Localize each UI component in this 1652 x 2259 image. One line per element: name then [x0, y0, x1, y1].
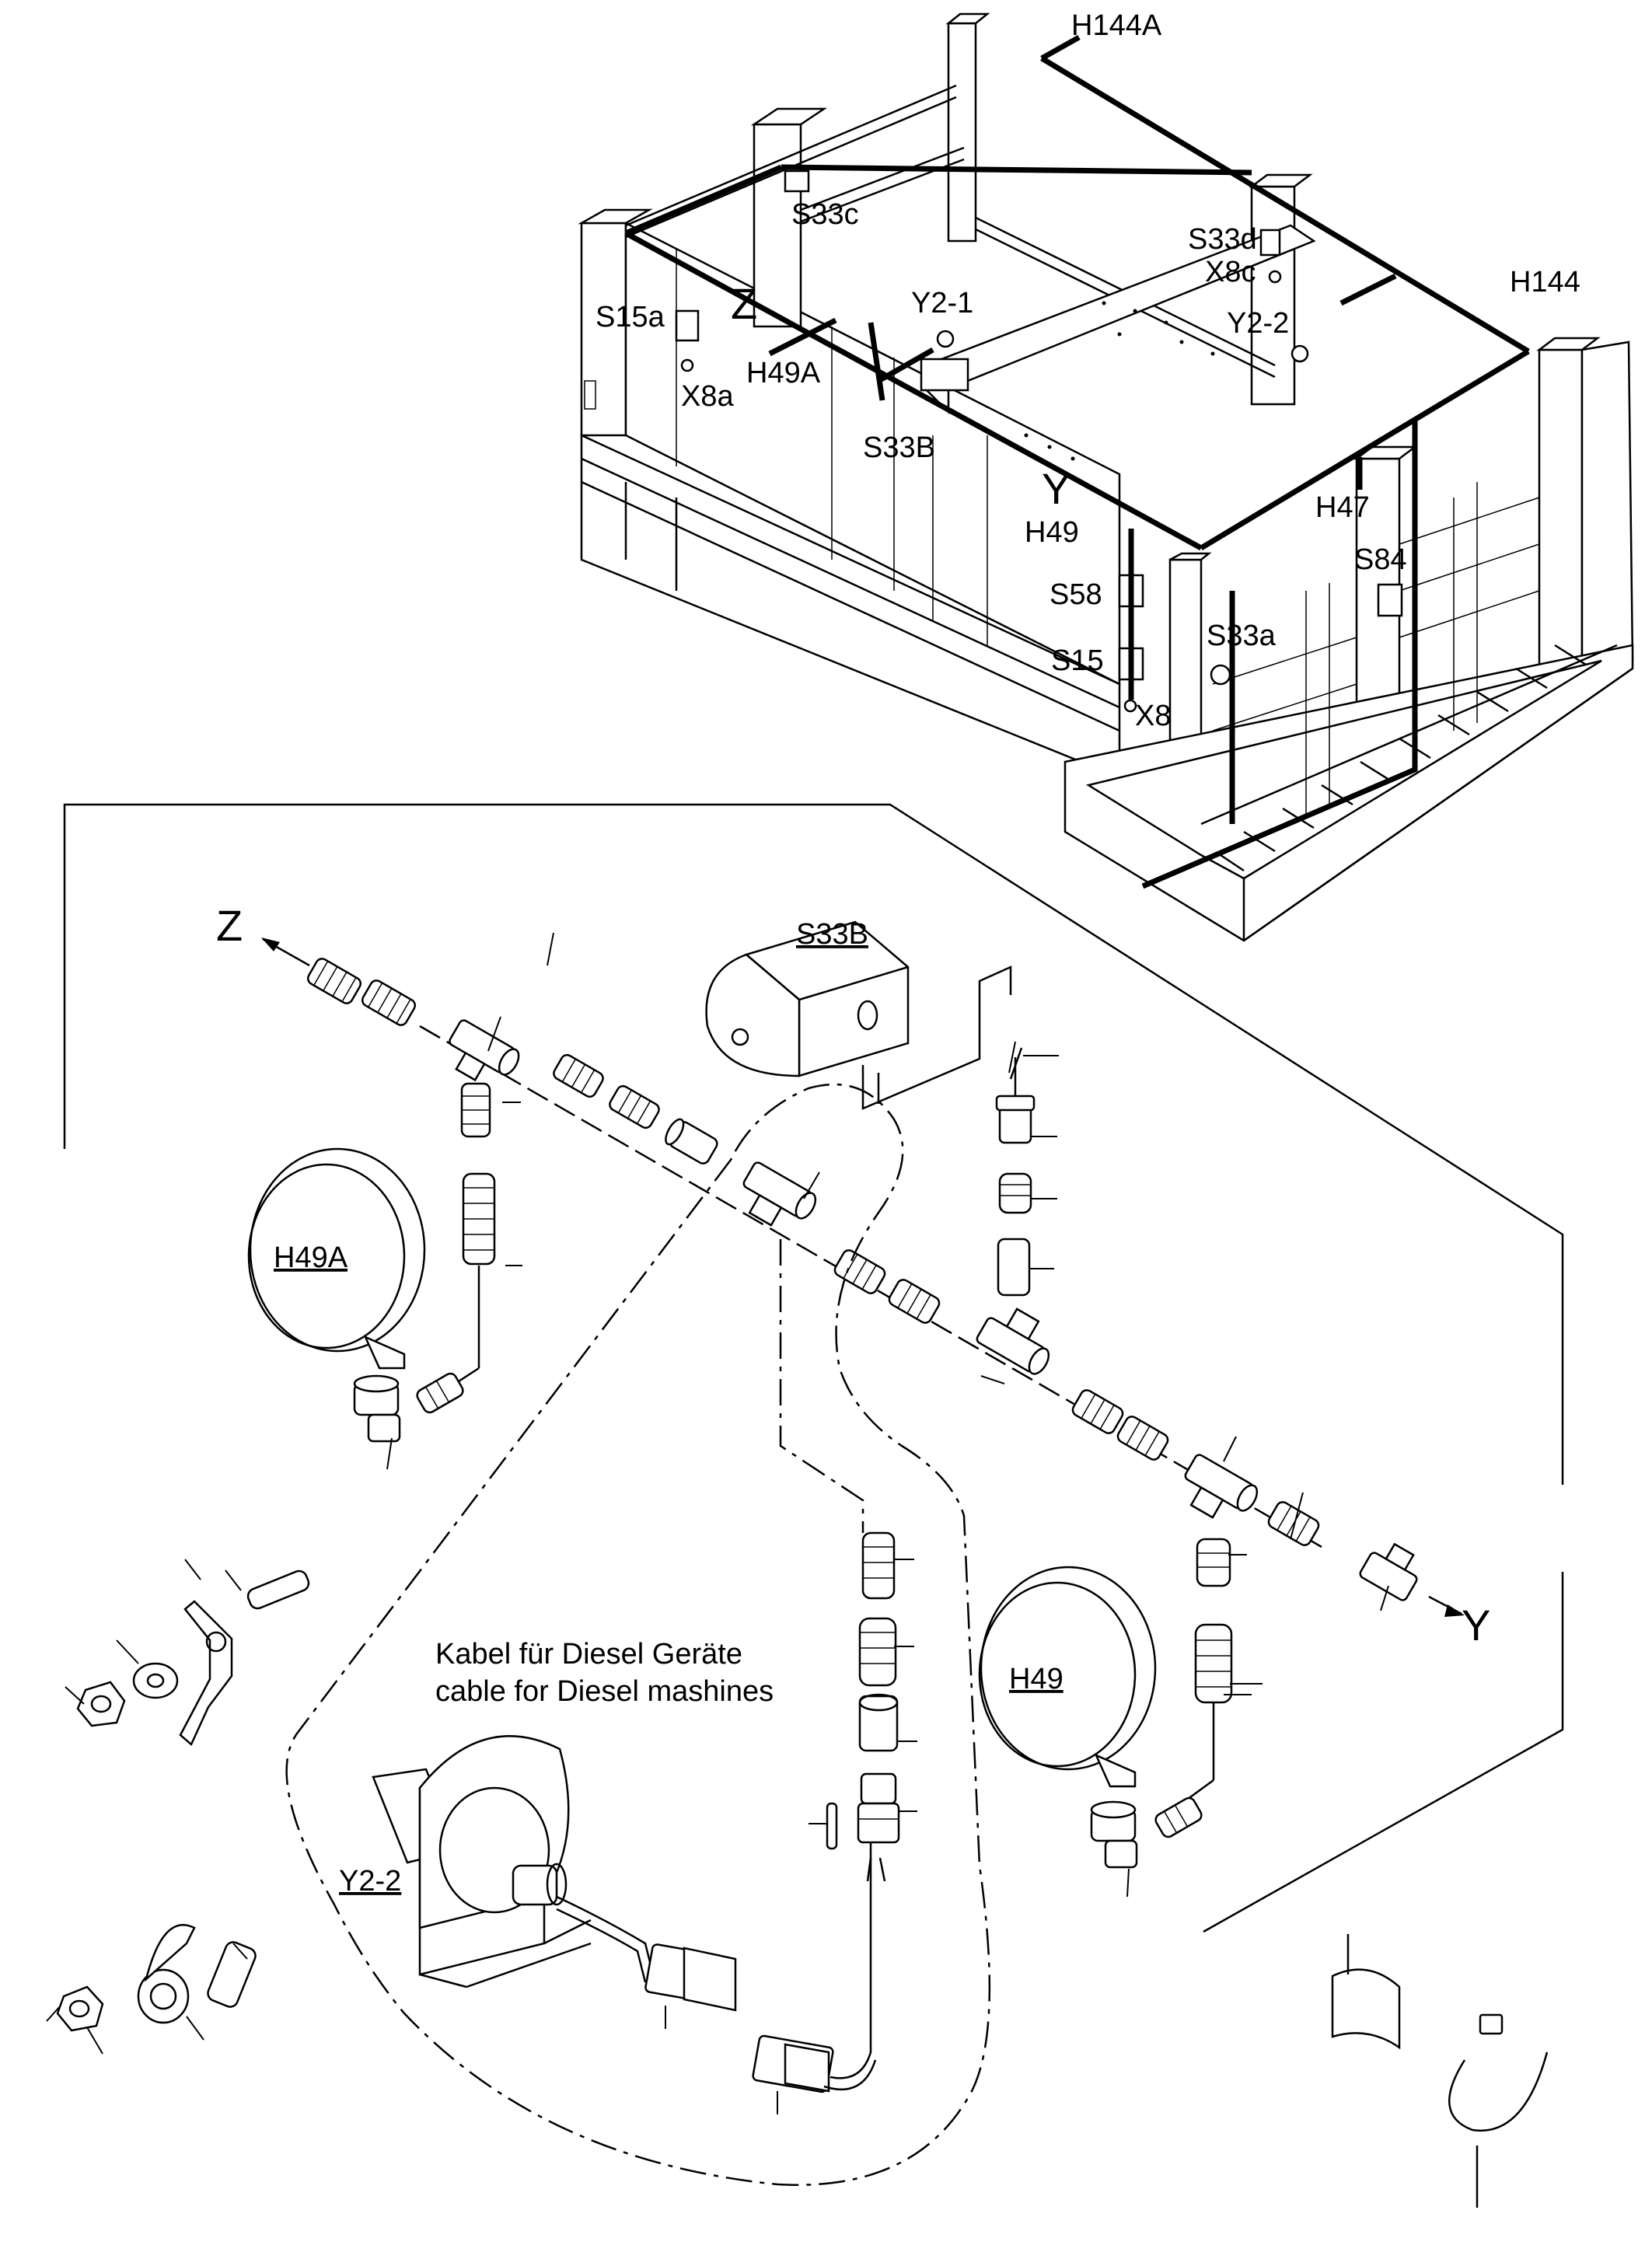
- direction-z-label: Z: [216, 901, 243, 950]
- switch-s33b: [705, 920, 1012, 1110]
- label-z-top: Z: [731, 279, 757, 328]
- end-cap: [1359, 1542, 1418, 1601]
- label-h49: H49: [1025, 516, 1079, 549]
- detail-labels: Z Y S33B H49A H49 Y2-2 Kabel für Diesel …: [216, 901, 1490, 1898]
- direction-y-label: Y: [1462, 1601, 1490, 1650]
- sleeve-13: [1154, 1796, 1203, 1838]
- h49a-label: H49A: [274, 1241, 348, 1274]
- sleeve-7: [833, 1249, 886, 1294]
- t-connector-3: [976, 1308, 1050, 1375]
- detail-components: [56, 920, 1549, 2208]
- sleeve-9: [1071, 1389, 1124, 1434]
- label-s15: S15: [1051, 644, 1104, 677]
- elbow-right: [1090, 1800, 1138, 1869]
- label-y-top: Y: [1042, 464, 1070, 513]
- sleeve-1: [306, 958, 362, 1004]
- sleeve-2: [361, 979, 417, 1026]
- sleeve-5: [553, 1053, 604, 1098]
- label-s33a: S33a: [1207, 620, 1277, 652]
- sleeve-11: [1267, 1501, 1320, 1546]
- label-s33b: S33B: [863, 431, 935, 464]
- sleeve-6: [609, 1084, 660, 1130]
- dashed-cable: [285, 1083, 991, 2186]
- overview-labels: H144A H144 S33c S33d X8c S15a Z Y2-1 Y2-…: [595, 9, 1580, 732]
- hardware-clamp: [56, 1923, 257, 2032]
- valve-y2-2: [372, 1735, 592, 1988]
- label-s33c: S33c: [791, 198, 859, 231]
- elbow-left: [353, 1374, 401, 1443]
- label-h144: H144: [1510, 266, 1580, 299]
- detail-frame: [63, 803, 1564, 1933]
- label-y2-2: Y2-2: [1227, 307, 1289, 340]
- sleeve-10: [1116, 1416, 1169, 1461]
- label-x8a: X8a: [681, 380, 734, 413]
- t-connector-1: [449, 1019, 520, 1082]
- machine-frame: [578, 12, 1634, 942]
- t-connector-2: [742, 1161, 817, 1227]
- hardware-bolt-bracket: [76, 1569, 310, 1747]
- wiring-harness: [624, 34, 1530, 889]
- note-german: Kabel für Diesel Geräte: [435, 1638, 742, 1671]
- label-h144a: H144A: [1071, 9, 1162, 42]
- note-english: cable for Diesel mashines: [435, 1675, 774, 1708]
- label-y2-1: Y2-1: [911, 287, 973, 319]
- label-x8c: X8c: [1205, 256, 1256, 288]
- label-x8: X8: [1135, 700, 1171, 732]
- sleeve-4: [462, 1172, 496, 1266]
- sleeve-3: [460, 1082, 491, 1138]
- label-s58: S58: [1050, 578, 1102, 611]
- h49-label: H49: [1009, 1663, 1063, 1695]
- leader-lines: [46, 932, 1389, 2114]
- sleeve-8: [888, 1279, 941, 1324]
- connector-ring: [665, 1118, 718, 1164]
- label-s33d: S33d: [1188, 223, 1257, 256]
- label-h47: H47: [1315, 491, 1370, 524]
- cable-tie: [1448, 2013, 1549, 2208]
- label-h49a: H49A: [746, 357, 821, 389]
- s33b-label: S33B: [796, 918, 868, 951]
- lamp-h49: [978, 1566, 1157, 1788]
- t-connector-4: [1184, 1454, 1259, 1519]
- y2-2-label: Y2-2: [339, 1865, 401, 1898]
- label-s84: S84: [1354, 543, 1407, 576]
- sleeve-12: [416, 1372, 464, 1414]
- lamp-h49a: [247, 1147, 426, 1370]
- label-s15a: S15a: [595, 301, 665, 333]
